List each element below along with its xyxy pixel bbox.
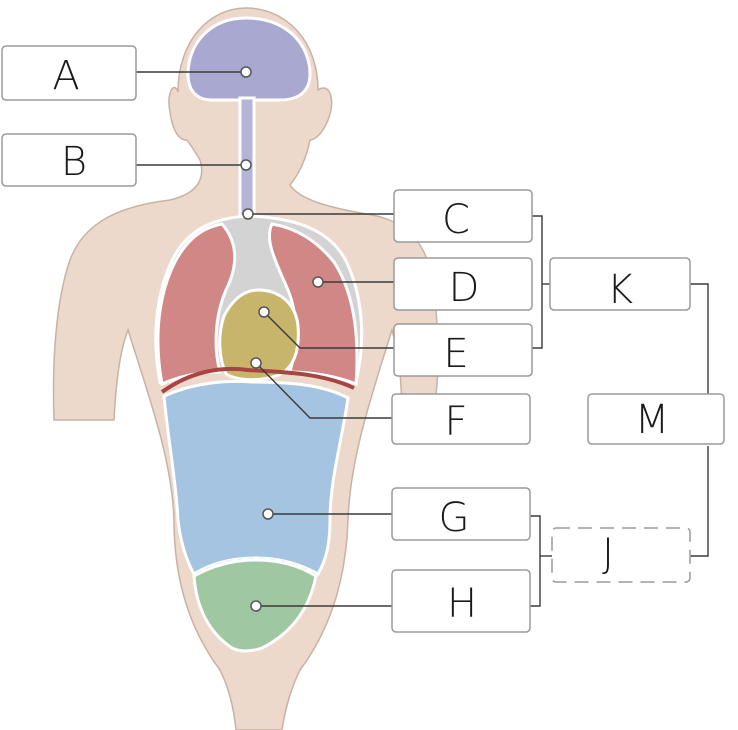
label-h: H: [447, 581, 477, 627]
label-box-k[interactable]: K: [549, 257, 691, 313]
bracket-cde: [532, 215, 543, 349]
diaphragm: [160, 366, 355, 394]
label-box-a[interactable]: A: [1, 45, 137, 101]
pleural-cavity-right: [267, 222, 359, 387]
connector-k-to-m: [690, 283, 709, 394]
label-m: M: [635, 397, 670, 443]
marker-dot-g: [262, 508, 274, 520]
label-g: G: [439, 495, 470, 541]
label-a: A: [52, 53, 79, 99]
label-box-d[interactable]: D: [393, 257, 533, 311]
marker-dot-c: [242, 208, 254, 220]
bracket-gh: [530, 515, 541, 607]
abdominal-cavity: [162, 379, 350, 577]
label-d: D: [449, 265, 480, 311]
marker-dot-e: [258, 306, 270, 318]
label-f: F: [444, 399, 467, 445]
label-box-h[interactable]: H: [391, 569, 531, 633]
label-box-f[interactable]: F: [391, 393, 531, 445]
leader-line-f: [255, 362, 394, 419]
marker-dot-a: [240, 66, 252, 78]
leader-line-e: [263, 311, 394, 349]
label-k: K: [607, 267, 633, 313]
label-box-b[interactable]: B: [1, 133, 137, 187]
label-box-e[interactable]: E: [393, 323, 533, 377]
marker-dot-f: [250, 357, 262, 369]
label-box-g[interactable]: G: [391, 487, 531, 541]
label-box-j[interactable]: J: [551, 527, 691, 583]
label-e: E: [443, 331, 468, 377]
label-b: B: [61, 139, 87, 185]
marker-dot-b: [240, 159, 252, 171]
label-box-m[interactable]: M: [587, 393, 725, 445]
label-j: J: [602, 531, 614, 577]
marker-dot-h: [250, 600, 262, 612]
marker-dot-d: [312, 276, 324, 288]
connector-j-to-m: [690, 446, 709, 557]
label-c: C: [442, 197, 470, 243]
label-box-c[interactable]: C: [393, 189, 533, 243]
pericardial-cavity: [218, 288, 300, 382]
vertebral-canal: [238, 96, 256, 220]
